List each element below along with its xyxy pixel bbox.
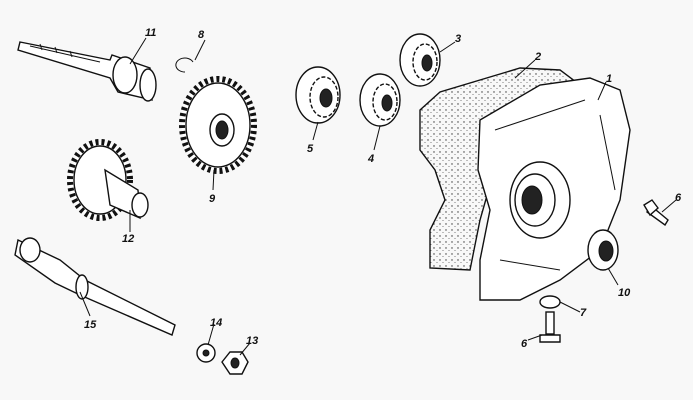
callout-6-lower: 6 [521,338,528,350]
nut-13 [221,351,249,375]
callout-14: 14 [210,317,222,329]
gasket-2 [419,67,602,271]
shaft-15 [14,237,176,336]
callout-6-upper: 6 [675,192,682,204]
callout-2: 2 [534,51,541,63]
callout-13: 13 [246,335,258,347]
leader-lines [79,37,677,356]
gear-9 [179,76,257,174]
callout-12: 12 [122,233,134,245]
callout-15: 15 [84,319,97,331]
shaft-11 [17,41,157,102]
callout-3: 3 [455,33,461,45]
bolt-6-upper [643,199,669,227]
bolt-6-lower [539,311,561,343]
callout-10: 8 [198,29,205,41]
washer-14-hole [202,349,210,357]
callout-5: 5 [307,143,314,155]
callout-4: 4 [367,153,374,165]
bearing-3 [399,33,441,87]
callout-1: 1 [606,73,612,85]
callout-9: 9 [209,193,216,205]
washer-7 [539,295,561,309]
bearing-5 [295,66,341,124]
gear-12 [67,139,149,221]
oil-seal-8 [587,229,619,271]
circlip-10 [175,57,194,73]
callout-7: 7 [580,307,587,319]
bearing-4 [359,73,401,127]
callout-8: 10 [618,287,631,299]
callout-11: 11 [145,27,156,39]
